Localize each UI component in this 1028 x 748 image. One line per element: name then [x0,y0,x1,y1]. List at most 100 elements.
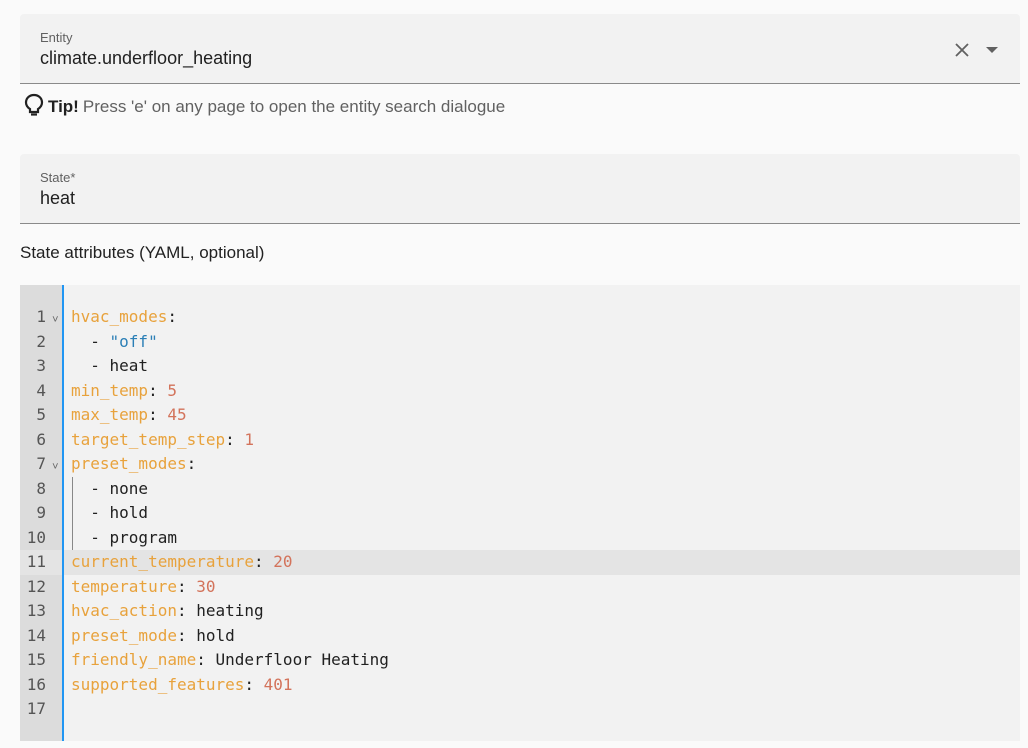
yaml-key: preset_mode [71,625,177,645]
list-marker: - [90,503,110,522]
yaml-colon: : [176,601,197,620]
line-number: 14 [26,625,46,645]
entity-field-actions [952,40,1002,60]
list-marker: - [90,331,110,351]
tip-text: Press 'e' on any page to open the entity… [82,97,506,116]
line-number: 9 [36,503,46,522]
editor-line[interactable]: 3 - heat [20,354,1020,379]
editor-line[interactable]: 8 - none [20,476,1020,501]
editor-line[interactable]: 2 - "off" [20,330,1020,355]
yaml-key: target_temp_step [71,429,226,449]
line-number-gutter [20,285,62,741]
yaml-colon: : [244,674,264,694]
line-number: 10 [26,527,46,547]
yaml-value: program [109,527,177,547]
editor-cursor [62,285,64,741]
dropdown-arrow-icon[interactable] [982,40,1002,60]
yaml-value: none [109,478,149,498]
code-text: min_temp: 5 [71,379,177,404]
yaml-key: supported_features [71,674,245,694]
state-field[interactable]: State* heat [20,154,1020,224]
yaml-value: hold [196,625,235,645]
yaml-number: 45 [167,405,187,424]
list-marker: - [90,478,110,498]
yaml-colon: : [176,625,197,645]
line-number: 4 [36,380,46,400]
editor-line[interactable]: 4 min_temp: 5 [20,379,1020,404]
list-marker: - [90,527,110,547]
entity-field[interactable]: Entity climate.underfloor_heating [20,14,1020,84]
yaml-colon: : [196,650,216,669]
code-text: - heat [71,354,148,379]
yaml-key: min_temp [71,380,149,400]
entity-field-value[interactable]: climate.underfloor_heating [40,48,253,68]
yaml-colon: : [167,307,177,326]
yaml-colon: : [186,454,197,473]
state-field-label: State* [40,170,76,185]
fold-chevron-icon[interactable]: ˅ [52,313,59,326]
editor-line[interactable]: 15 friendly_name: Underfloor Heating [20,648,1020,673]
yaml-colon: : [148,405,168,424]
yaml-key: preset_modes [71,454,187,473]
editor-line[interactable]: 7˅preset_modes: [20,452,1020,477]
line-number: 15 [26,650,46,669]
code-text: friendly_name: Underfloor Heating [71,648,389,673]
fold-chevron-icon[interactable]: ˅ [52,460,59,473]
line-number: 5 [36,405,46,424]
code-text: preset_mode: hold [71,624,235,649]
indent-guide [72,525,73,550]
code-text: current_temperature: 20 [71,550,293,575]
yaml-colon: : [254,552,274,571]
editor-line[interactable]: 11 current_temperature: 20 [20,550,1020,575]
line-number: 11 [26,552,46,571]
code-text: - hold [71,501,148,526]
code-text: hvac_action: heating [71,599,264,624]
state-field-value[interactable]: heat [40,188,76,208]
yaml-string: "off" [109,331,158,351]
line-number: 17 [26,699,46,718]
yaml-key: friendly_name [71,650,197,669]
editor-line[interactable]: 12 temperature: 30 [20,575,1020,600]
line-number: 12 [26,576,46,596]
editor-line[interactable]: 14 preset_mode: hold [20,624,1020,649]
code-text: hvac_modes: [71,305,177,330]
line-number: 8 [36,478,46,498]
entity-field-label: Entity [40,30,73,45]
list-marker: - [90,356,110,375]
yaml-colon: : [176,576,197,596]
yaml-key: hvac_action [71,601,177,620]
code-text: - program [71,526,177,551]
yaml-value: Underfloor Heating [215,650,389,669]
editor-line[interactable]: 17 [20,697,1020,722]
editor-line[interactable]: 9 - hold [20,501,1020,526]
yaml-colon: : [148,380,168,400]
close-icon[interactable] [952,40,972,60]
yaml-number: 401 [263,674,293,694]
code-text: temperature: 30 [71,575,216,600]
line-number: 16 [26,674,46,694]
editor-line[interactable]: 1 ˅ hvac_modes: [20,305,1020,330]
editor-line[interactable]: 6 target_temp_step: 1 [20,428,1020,453]
tip: Tip! Press 'e' on any page to open the e… [24,93,506,122]
line-number: 6 [36,429,46,449]
yaml-value: heat [109,356,149,375]
code-text: preset_modes: [71,452,196,477]
editor-line[interactable]: 10 - program [20,525,1020,551]
yaml-key: current_temperature [71,552,255,571]
line-number: 3 [36,356,46,375]
line-number: 1 [36,307,46,326]
yaml-number: 30 [196,576,216,596]
state-attributes-label: State attributes (YAML, optional) [20,243,265,262]
editor-line[interactable]: 16 supported_features: 401 [20,673,1020,698]
yaml-number: 5 [167,380,177,400]
code-text: supported_features: 401 [71,673,293,698]
yaml-value: heating [196,601,264,620]
yaml-number: 1 [244,429,255,449]
code-text: target_temp_step: 1 [71,428,254,453]
code-text: - "off" [71,330,158,355]
lightbulb-icon [24,93,44,122]
